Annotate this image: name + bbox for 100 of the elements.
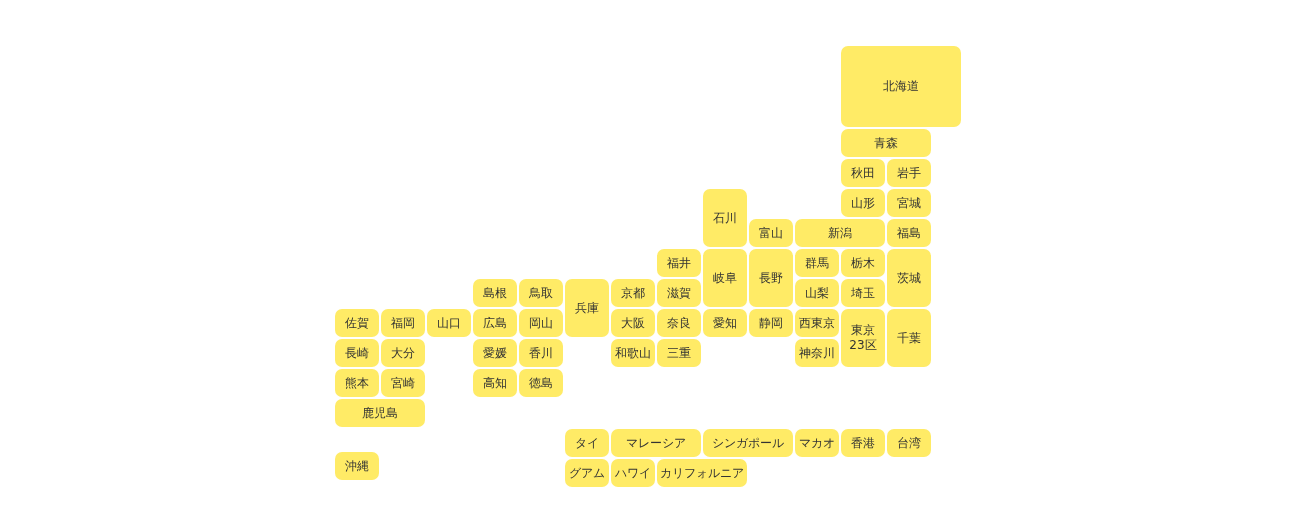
region-tile [519,339,563,367]
region-name: 香港 [851,435,875,451]
region-tile [887,429,931,457]
region-tile [473,309,517,337]
region-name: 台湾 [897,435,921,451]
region-name: 山梨 [805,285,829,301]
region-name: 石川 [713,210,737,226]
region-tile [611,459,655,487]
region-tile [381,339,425,367]
region-name: グアム [569,465,605,481]
region-tile [335,339,379,367]
region-tile [657,279,701,307]
region-tile [335,399,425,427]
region-name: 千葉 [897,330,921,346]
region-tile [703,309,747,337]
region-name: 秋田 [851,165,875,181]
region-name: 静岡 [759,315,783,331]
region-name: 徳島 [529,375,553,391]
region-name: 富山 [759,225,783,241]
region-name: 佐賀 [345,315,369,331]
region-tile [841,189,885,217]
region-name: マレーシア [626,435,686,451]
region-tile [795,279,839,307]
region-tile [473,369,517,397]
region-name: 北海道 [883,79,919,94]
region-tile [657,249,701,277]
region-name: 和歌山 [615,345,651,361]
region-tile [841,309,885,367]
region-tile [519,279,563,307]
region-name: 青森 [874,135,898,151]
region-name: ハワイ [615,465,651,481]
region-tile [657,309,701,337]
region-tile [335,369,379,397]
region-tile [795,309,839,337]
region-name: 宮崎 [391,375,415,391]
region-name: 福岡 [391,315,415,331]
region-tile [657,339,701,367]
region-tile [611,279,655,307]
region-name: 岐阜 [713,270,737,286]
region-name: 岩手 [897,165,921,181]
region-tile [565,279,609,337]
region-name: 長崎 [345,345,369,361]
region-tile [703,429,793,457]
region-name: 滋賀 [667,285,691,301]
region-name: 新潟 [828,225,852,241]
region-name: 山形 [851,195,875,211]
region-name: 福島 [897,225,921,241]
region-name: 長野 [759,270,783,286]
region-tile [703,249,747,307]
region-tile [887,189,931,217]
region-tile [795,339,839,367]
region-tile [703,189,747,247]
region-tile [749,249,793,307]
region-name: 京都 [621,285,645,301]
region-tile [611,309,655,337]
region-name: 宮城 [897,195,921,211]
region-name: 沖縄 [345,458,369,474]
region-name: 高知 [483,375,507,391]
region-name: 埼玉 [851,285,875,301]
region-name: 岡山 [529,315,553,331]
region-tile [335,452,379,480]
region-tile [473,279,517,307]
region-tile [565,429,609,457]
region-name: 栃木 [851,255,875,271]
region-tile [887,249,931,307]
region-name: 兵庫 [575,300,599,316]
region-tile [841,429,885,457]
region-name: 神奈川 [799,345,835,361]
region-tile [887,159,931,187]
region-name: タイ [575,435,599,451]
region-name: 東京 23区 [848,323,878,353]
region-tile [565,459,609,487]
region-name: 群馬 [805,255,829,271]
region-tile [519,369,563,397]
region-tile [841,279,885,307]
region-tile [841,159,885,187]
region-tile [473,339,517,367]
region-tile [795,249,839,277]
region-name: 奈良 [667,315,691,331]
region-tile [611,339,655,367]
region-tile [841,249,885,277]
region-name: 大分 [391,345,415,361]
region-tile [887,309,931,367]
region-tile [749,219,793,247]
region-name: 愛知 [713,315,737,331]
region-name: 熊本 [345,375,369,391]
region-tile [335,309,379,337]
region-name: 三重 [667,345,691,361]
region-name: 西東京 [799,315,835,331]
region-tile [749,309,793,337]
region-name: 鳥取 [529,285,553,301]
region-name: 愛媛 [483,345,507,361]
region-name: 福井 [667,255,691,271]
region-tile [841,46,961,127]
region-name: マカオ [799,435,835,451]
region-name: カリフォルニア [660,465,744,481]
region-tile [519,309,563,337]
region-name: 山口 [437,315,461,331]
region-tile [611,429,701,457]
region-tile [657,459,747,487]
